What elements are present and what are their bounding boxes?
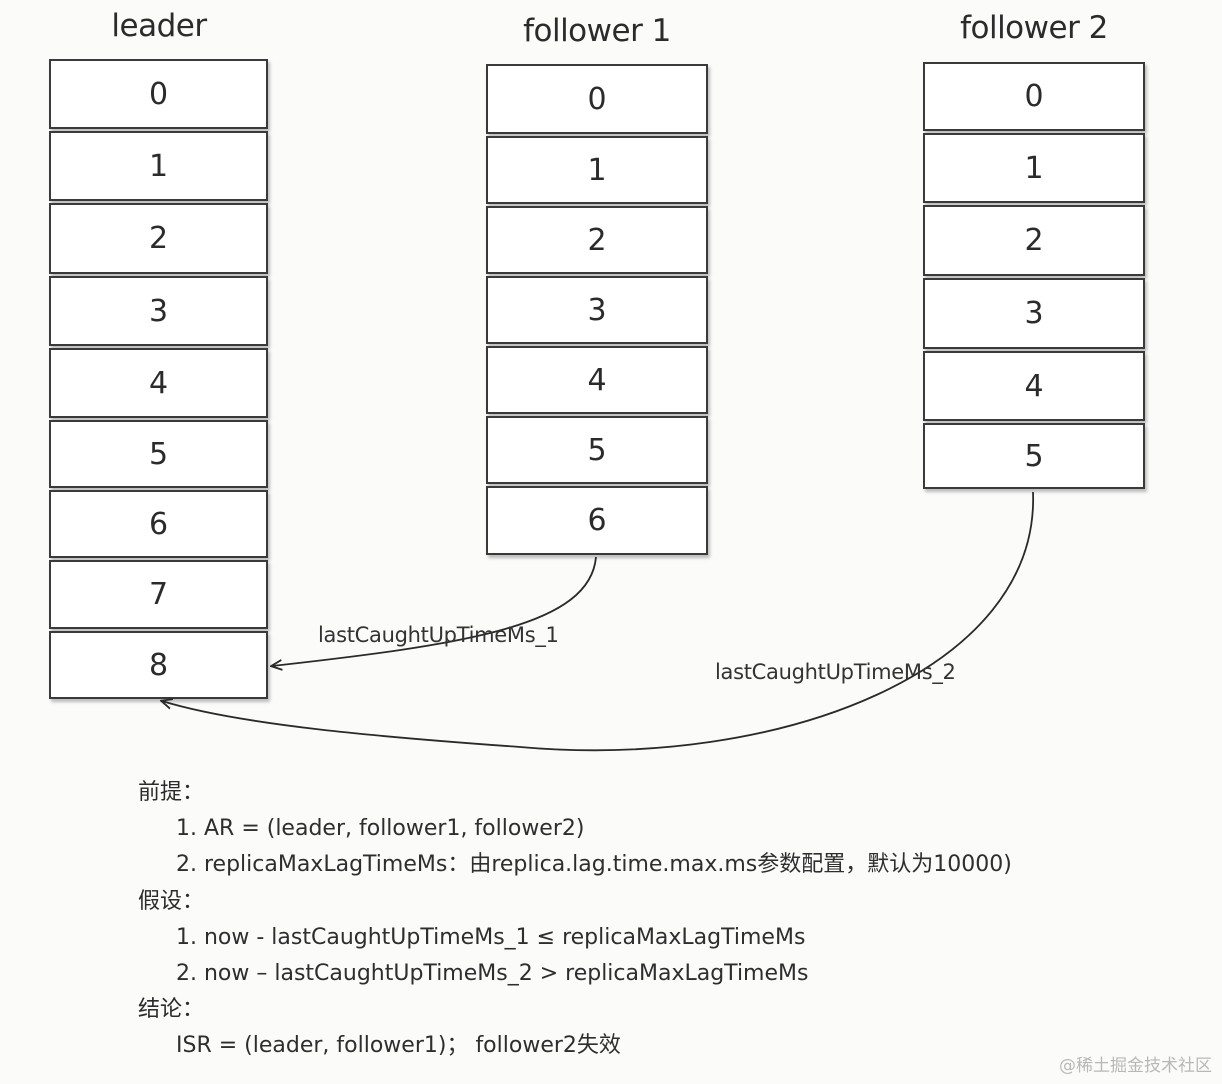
- follower1-offset-4: 4: [486, 346, 708, 414]
- leader-offset-1: 1: [49, 131, 268, 201]
- leader-offset-7: 7: [49, 560, 268, 629]
- premise-item-2: 2. replicaMaxLagTimeMs：由replica.lag.time…: [176, 852, 1012, 878]
- follower1-offset-6: 6: [486, 486, 708, 555]
- conclusion-item-1: ISR = (leader, follower1)； follower2失效: [176, 1033, 621, 1059]
- follower2-to-leader-arrow: [162, 491, 1034, 752]
- explanation-notes: 前提： 1. AR = (leader, follower1, follower…: [138, 775, 1012, 1065]
- follower2-offset-4: 4: [923, 351, 1145, 421]
- premise-heading: 前提：: [138, 780, 205, 805]
- lag-label-follower2: lastCaughtUpTimeMs_2: [715, 660, 956, 684]
- premise-item-1: 1. AR = (leader, follower1, follower2): [176, 816, 585, 842]
- assumption-heading: 假设：: [138, 888, 205, 914]
- follower2-offset-5: 5: [923, 423, 1145, 489]
- follower1-offset-2: 2: [486, 206, 708, 274]
- leader-offset-2: 2: [49, 203, 268, 274]
- follower2-offset-2: 2: [923, 205, 1145, 276]
- lag-label-follower1: lastCaughtUpTimeMs_1: [318, 623, 559, 647]
- follower2-offset-0: 0: [923, 62, 1145, 131]
- follower1-title: follower 1: [523, 13, 671, 49]
- leader-offset-3: 3: [49, 276, 268, 346]
- follower2-title: follower 2: [960, 10, 1108, 46]
- follower2-offset-1: 1: [923, 133, 1145, 203]
- conclusion-heading: 结论：: [138, 997, 205, 1023]
- leader-offset-6: 6: [49, 490, 268, 558]
- follower1-to-leader-arrow: [272, 556, 597, 666]
- leader-title: leader: [111, 8, 207, 44]
- follower2-offset-3: 3: [923, 278, 1145, 349]
- leader-offset-5: 5: [49, 420, 268, 488]
- follower1-offset-1: 1: [486, 136, 708, 204]
- leader-offset-0: 0: [49, 59, 268, 129]
- leader-offset-4: 4: [49, 348, 268, 418]
- follower1-offset-5: 5: [486, 416, 708, 484]
- assumption-item-1: 1. now - lastCaughtUpTimeMs_1 ≤ replicaM…: [176, 924, 806, 950]
- watermark: @稀土掘金技术社区: [1059, 1056, 1212, 1076]
- leader-offset-8: 8: [49, 631, 268, 699]
- assumption-item-2: 2. now – lastCaughtUpTimeMs_2 > replicaM…: [176, 961, 809, 987]
- follower1-offset-0: 0: [486, 64, 708, 134]
- follower1-offset-3: 3: [486, 276, 708, 344]
